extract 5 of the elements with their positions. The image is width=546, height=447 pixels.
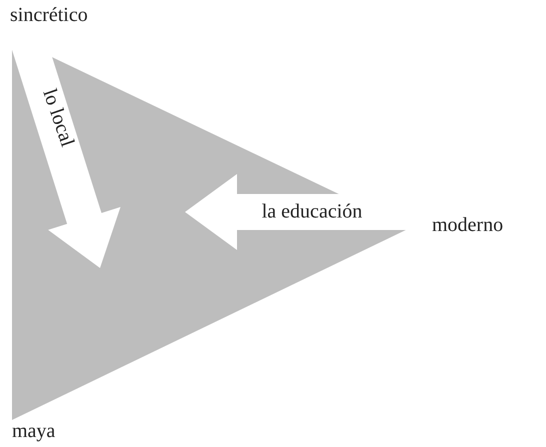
vertex-label: maya: [12, 420, 56, 443]
edge-label: lo local: [37, 86, 79, 150]
vertex-label: sincrético: [10, 4, 88, 27]
edge-label: la educación: [262, 200, 362, 224]
vertex-label: moderno: [432, 214, 504, 237]
